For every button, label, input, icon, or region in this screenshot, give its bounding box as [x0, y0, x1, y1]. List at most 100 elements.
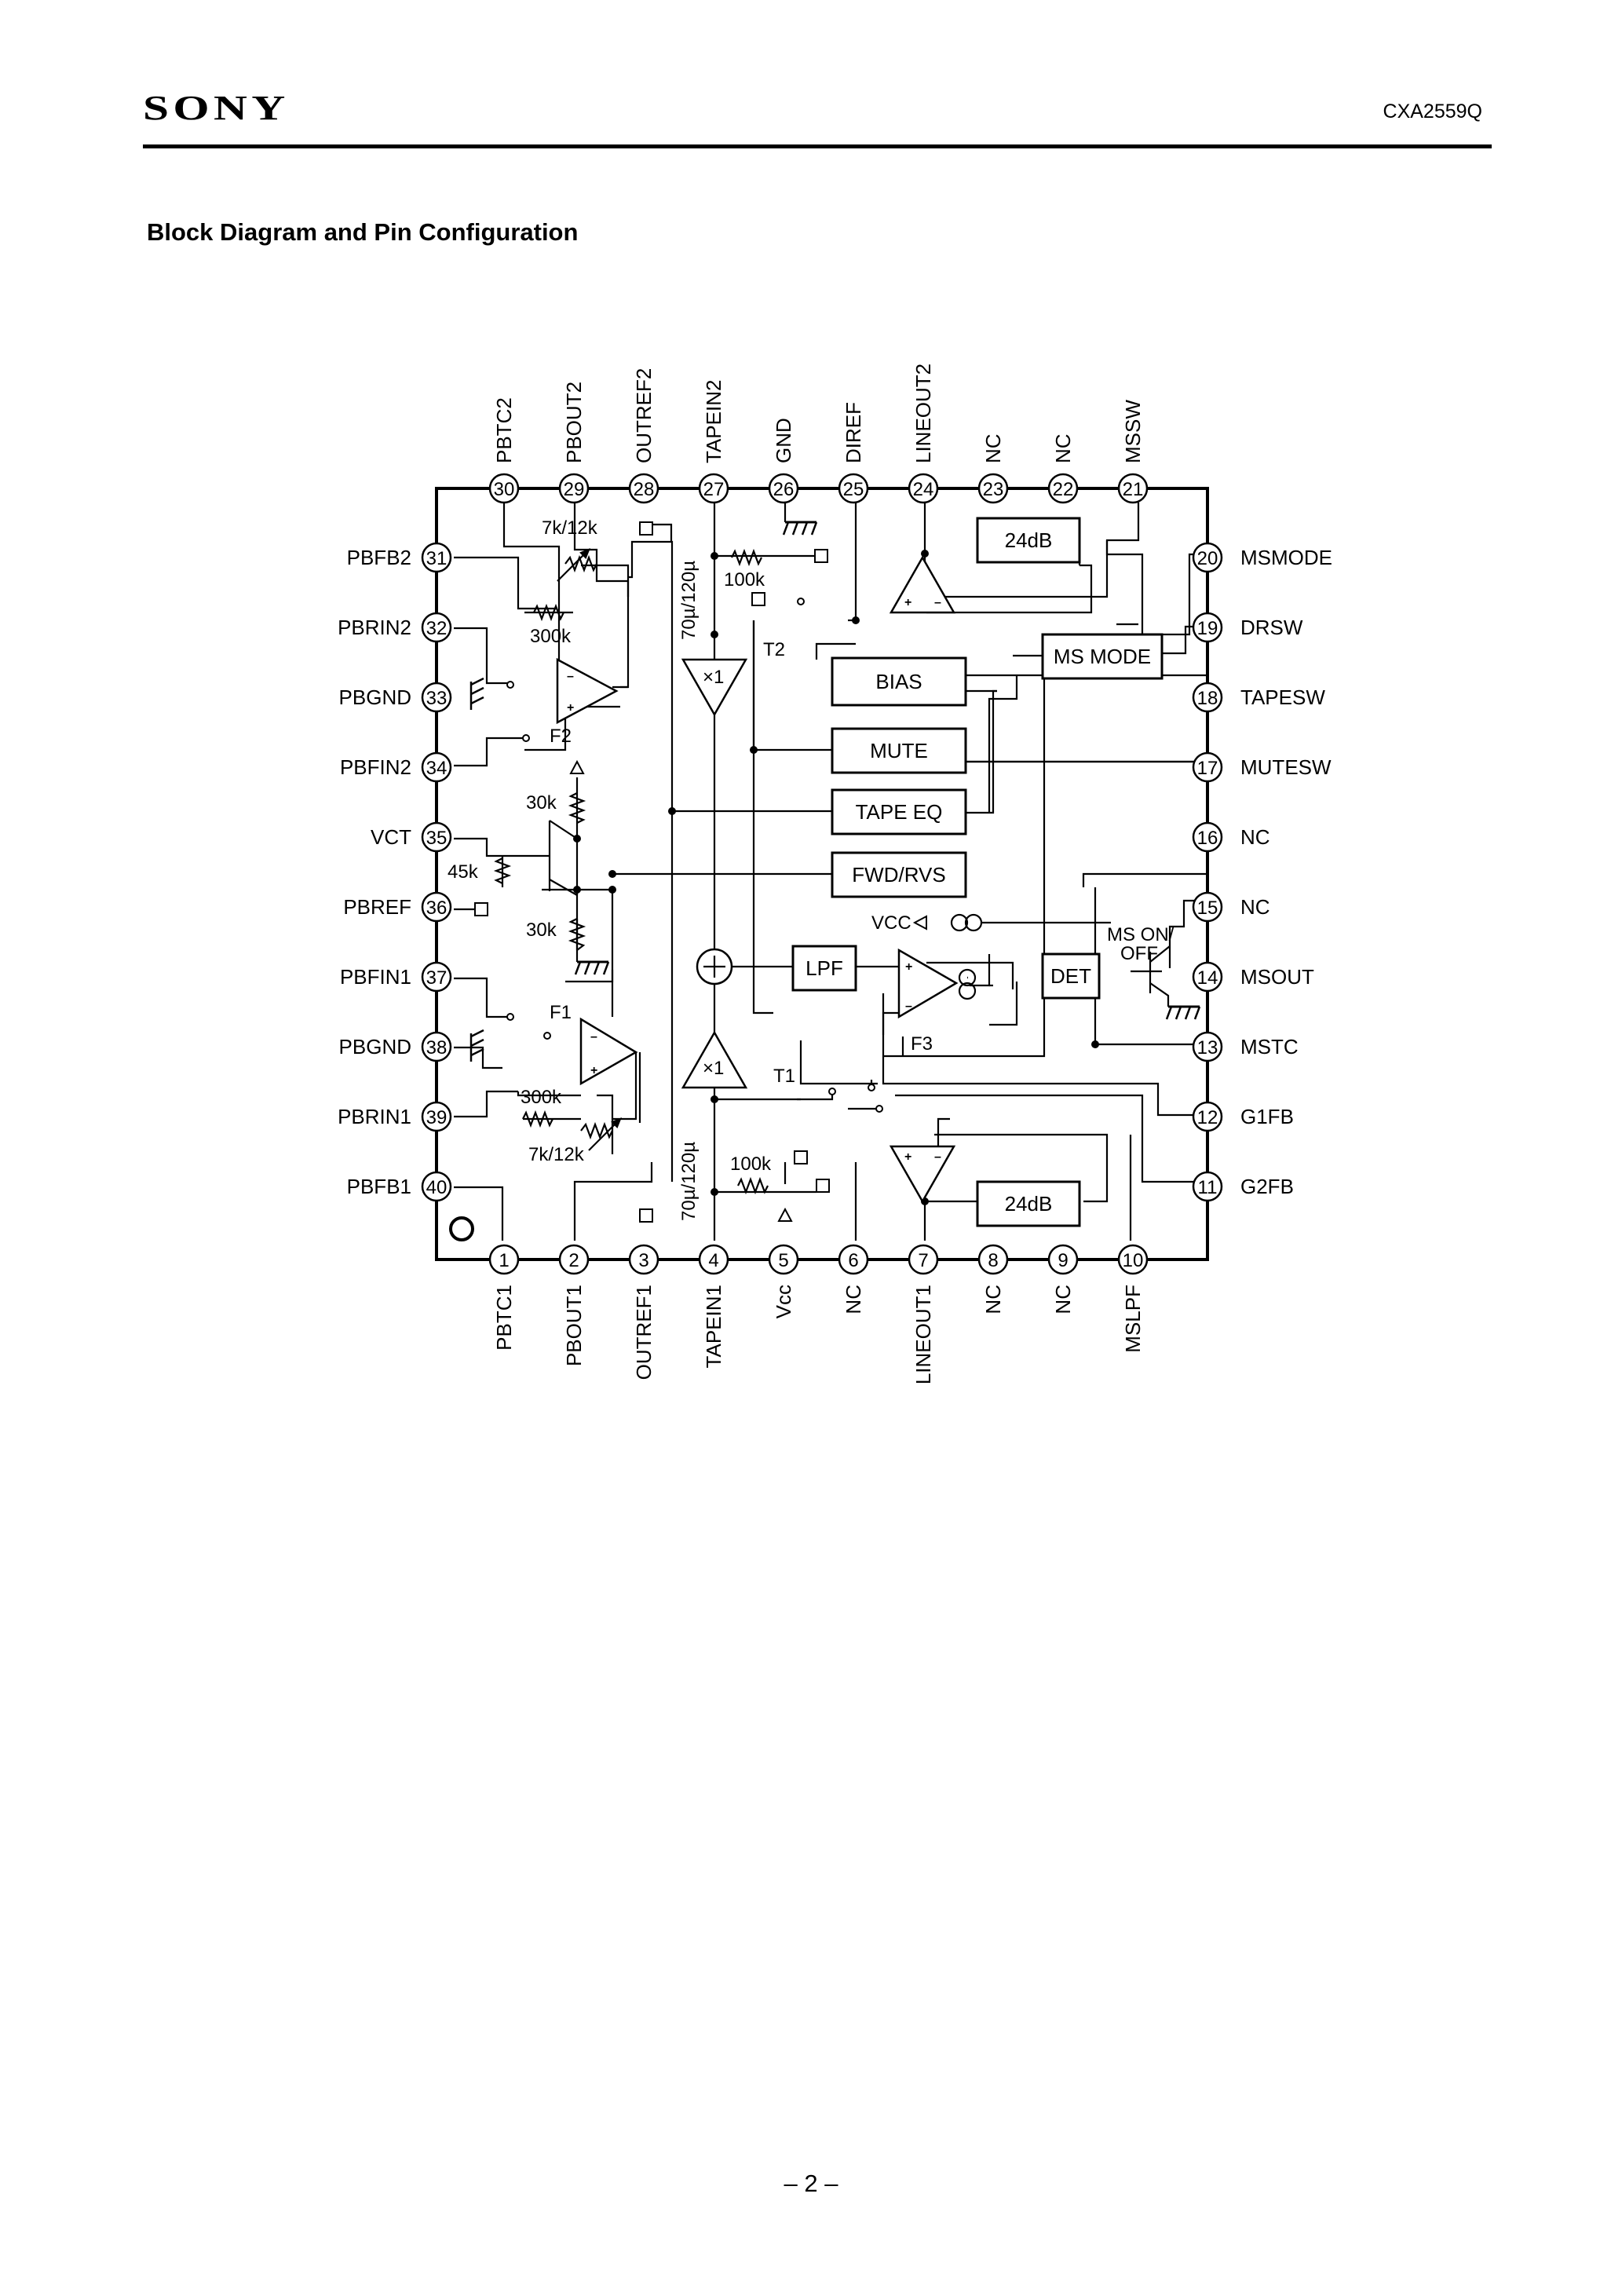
pin-number: 30: [494, 479, 515, 500]
pin-name: PBFB1: [347, 1175, 411, 1198]
svg-text:–: –: [934, 596, 941, 609]
current-sources: [950, 913, 983, 1000]
pin-9: 9NC: [1047, 1244, 1079, 1314]
label-30k-b: 30k: [526, 919, 557, 941]
pin-name: MSSW: [1121, 400, 1145, 463]
svg-text:–: –: [905, 1000, 912, 1013]
pin-name: LINEOUT1: [911, 1285, 935, 1384]
pin-number: 12: [1197, 1107, 1218, 1128]
svg-text:+: +: [904, 596, 911, 609]
pin-number: 19: [1197, 618, 1218, 639]
gain-top-block: 24dB: [1005, 528, 1053, 552]
variable-resistor-arrows: [557, 548, 622, 1151]
fwd-rvs-block: FWD/RVS: [852, 863, 945, 887]
opamp-f2: [556, 657, 619, 725]
ms-mode-block: MS MODE: [1054, 645, 1151, 668]
pin-19: 19 DRSW: [1192, 612, 1303, 643]
pin-number: 13: [1197, 1037, 1218, 1058]
gain-top-rect: [976, 517, 1081, 564]
pin-name: DRSW: [1240, 616, 1303, 639]
lpf-block: LPF: [806, 956, 843, 980]
pin-name: PBRIN2: [338, 616, 411, 639]
opamp-ms: [897, 948, 959, 1019]
component-labels: 7k/12k 300k 100k 30k 45k 30k 300k 7k/12k…: [448, 517, 1174, 1221]
pin-number: 32: [426, 618, 448, 639]
svg-text:+: +: [904, 1150, 911, 1164]
pin-name: PBTC2: [492, 397, 516, 463]
buffer-top: [681, 658, 748, 717]
label-f2: F2: [550, 726, 572, 747]
lpf-block-rect: [791, 945, 857, 992]
label-30k-a: 30k: [526, 792, 557, 813]
pin-number: 35: [426, 828, 448, 849]
page-number: – 2 –: [784, 2170, 838, 2197]
mute-block: MUTE: [870, 739, 928, 762]
pin-number: 1: [499, 1250, 509, 1271]
pin-name: PBGND: [339, 1035, 411, 1058]
svg-text:+: +: [905, 960, 912, 974]
svg-text:–: –: [934, 1150, 941, 1164]
label-cap-top: 70µ/120µ: [678, 561, 700, 640]
pin-21: 21 MSSW: [1117, 400, 1149, 504]
pin-name: PBOUT2: [562, 382, 586, 463]
pin-15: 15 NC: [1192, 891, 1270, 923]
tape-eq-block: TAPE EQ: [856, 800, 943, 824]
opamp-line2: [889, 555, 956, 614]
pin-number: 14: [1197, 967, 1218, 989]
label-cap-bot: 70µ/120µ: [678, 1142, 700, 1221]
pin-name: MSTC: [1240, 1035, 1299, 1058]
label-t1: T1: [773, 1066, 795, 1087]
pin-number: 15: [1197, 898, 1218, 919]
pin-name: GND: [772, 418, 795, 463]
pin-name: MSOUT: [1240, 965, 1314, 989]
pin-name: PBRIN1: [338, 1105, 411, 1128]
test-terminals: [474, 521, 883, 1223]
bias-block: BIAS: [875, 670, 922, 693]
pin-name: NC: [1240, 895, 1270, 919]
label-100k-bot: 100k: [730, 1153, 772, 1175]
pin-number: 18: [1197, 688, 1218, 709]
opamp-line1: [889, 1145, 956, 1204]
label-100k-top: 100k: [724, 569, 765, 590]
pin-name: TAPESW: [1240, 686, 1325, 709]
pin-number: 11: [1198, 1177, 1218, 1198]
pin-name: MSMODE: [1240, 546, 1332, 569]
pin-number: 7: [918, 1250, 928, 1271]
label-buf-top: ×1: [703, 667, 724, 688]
wiring: [454, 503, 1209, 1241]
svg-text:+: +: [590, 1064, 597, 1077]
label-t2: T2: [763, 639, 785, 660]
det-block: DET: [1050, 964, 1091, 988]
pin-number: 21: [1123, 479, 1144, 500]
pin-name: NC: [1240, 825, 1270, 849]
pin-number: 26: [773, 479, 795, 500]
pin-name: LINEOUT2: [911, 364, 935, 463]
pin-number: 9: [1058, 1250, 1068, 1271]
pin-name: PBFB2: [347, 546, 411, 569]
label-f1: F1: [550, 1002, 572, 1023]
pin-number: 22: [1053, 479, 1074, 500]
pin-name: PBREF: [343, 895, 411, 919]
gain-bottom-rect: [976, 1180, 1081, 1227]
pin-30: 30 PBTC2: [488, 397, 520, 504]
det-block-rect: [1041, 952, 1101, 1000]
pin-number: 4: [708, 1250, 718, 1271]
pin-number: 17: [1197, 758, 1218, 779]
pin-name: PBFIN2: [340, 755, 411, 779]
